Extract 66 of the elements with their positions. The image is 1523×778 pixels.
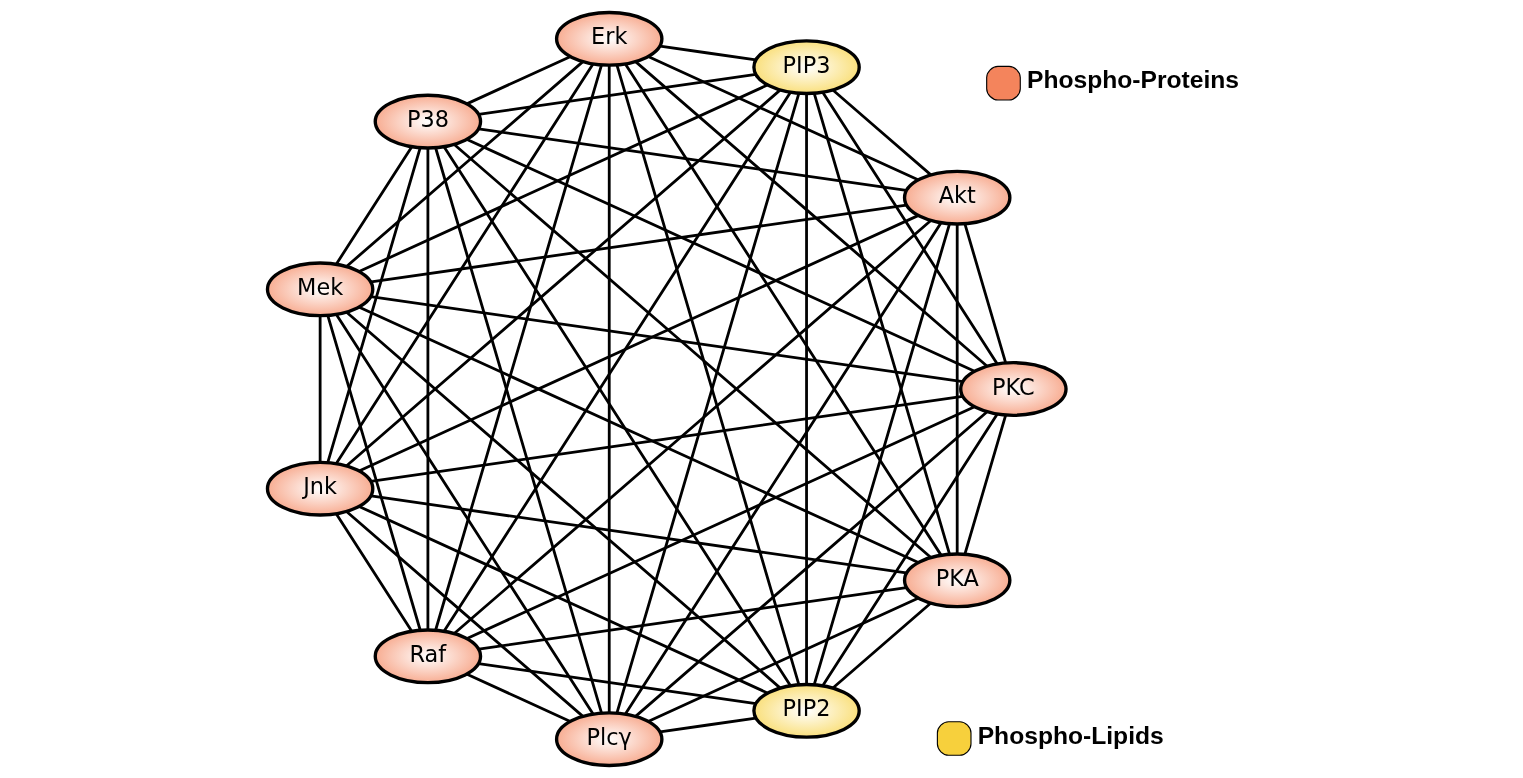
connector [478, 586, 907, 651]
connector [453, 143, 932, 559]
connector [478, 662, 757, 705]
legend-label: Phospho-Lipids [977, 721, 1164, 749]
connector [335, 146, 413, 265]
connector [466, 672, 571, 723]
connector [466, 55, 571, 106]
legend-label: Phospho-Proteins [1027, 66, 1240, 94]
node-ellipse: Akt [902, 169, 1012, 226]
connector [812, 223, 951, 686]
connector [805, 93, 808, 685]
connector [326, 315, 422, 631]
connector [478, 127, 907, 192]
connector [371, 203, 907, 284]
connector [345, 311, 781, 689]
node-ellipse: PIP3 [752, 39, 861, 96]
connector [358, 505, 768, 695]
connector [955, 224, 959, 554]
connector [647, 55, 919, 182]
connector [358, 305, 919, 564]
node-ellipse: PKC [959, 361, 1068, 417]
connector [443, 146, 792, 687]
node-ellipse: P38 [373, 93, 483, 150]
node-ellipse: Raf [373, 628, 483, 685]
connector [607, 65, 611, 713]
connector [478, 73, 757, 116]
connector [335, 63, 595, 465]
connector [659, 716, 757, 734]
connector [370, 295, 963, 384]
connector [434, 147, 603, 714]
connector [434, 64, 603, 631]
connector [345, 60, 584, 268]
connector [453, 219, 932, 635]
connector [370, 494, 907, 575]
connector [466, 405, 975, 640]
connector [443, 91, 792, 632]
node-ellipse: Erk [554, 10, 664, 67]
connector [647, 596, 919, 723]
connector [831, 602, 932, 690]
connector [624, 222, 943, 715]
node-ellipse: Mek [265, 261, 375, 318]
connector [963, 223, 1007, 364]
connector [624, 63, 943, 556]
connector [318, 315, 322, 463]
connector [358, 214, 919, 473]
node-ellipse: Jnk [265, 460, 375, 517]
connector [335, 313, 595, 715]
connector [812, 92, 951, 555]
node-ellipse: PIP2 [752, 682, 861, 739]
connector [335, 513, 413, 632]
connector [426, 148, 430, 630]
connector [326, 147, 422, 463]
connector [634, 410, 988, 718]
connector [370, 394, 963, 483]
connector [832, 89, 932, 176]
connector [358, 83, 768, 273]
connector [821, 413, 999, 687]
connector [634, 60, 988, 368]
connector [963, 414, 1008, 555]
connector [466, 138, 975, 373]
connector [821, 91, 999, 365]
connector [345, 89, 781, 467]
node-ellipse: PKA [902, 552, 1012, 609]
connector [659, 44, 757, 62]
node-ellipse: Plcγ [554, 711, 664, 768]
connector [345, 510, 584, 718]
